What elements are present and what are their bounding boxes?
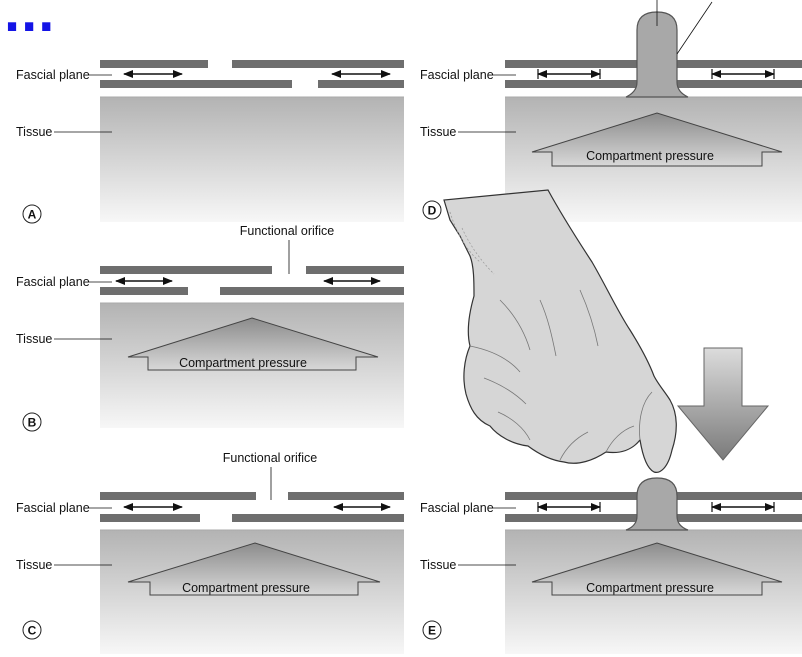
panel-letter: A: [28, 208, 37, 222]
panel-e: Fascial plane Tissue Compartment pressur…: [420, 477, 802, 654]
compartment-pressure-label: Compartment pressure: [179, 356, 307, 370]
figure-title: ...: [4, 0, 56, 38]
fascia-upper-left: [100, 266, 272, 274]
fascia-upper-right: [232, 60, 404, 68]
compartment-pressure-label: Compartment pressure: [586, 149, 714, 163]
panel-marker: [22, 620, 42, 640]
fascia-upper-right: [306, 266, 404, 274]
fascia-lower-left: [100, 287, 188, 295]
panel-letter: D: [428, 204, 437, 218]
fascia-lower-right: [232, 514, 404, 522]
compartment-pressure-label: Compartment pressure: [182, 581, 310, 595]
hand-illustration: [443, 189, 677, 473]
tissue-label: Tissue: [16, 125, 52, 139]
tissue-label: Tissue: [420, 558, 456, 572]
panel-a: Fascial plane Tissue A: [16, 60, 404, 224]
fascia-lower-left: [505, 514, 637, 522]
panel-letter: C: [28, 624, 37, 638]
fascia-lower-left: [505, 80, 637, 88]
fascia-upper-left: [100, 60, 208, 68]
tissue-label: Tissue: [16, 332, 52, 346]
figure-title-banner: ...: [0, 0, 802, 38]
fascia-upper-right: [677, 492, 802, 500]
downward-arrow-icon: [676, 347, 770, 461]
fascia-lower-right: [677, 514, 802, 522]
leader-line: [676, 1, 713, 55]
compartment-pressure-arrow: [531, 542, 783, 596]
fascia-lower-right: [677, 80, 802, 88]
fascia-upper-right: [677, 60, 802, 68]
functional-orifice-label: Functional orifice: [223, 451, 318, 465]
panel-c: Functional orifice Fascial plane Tissue …: [16, 451, 404, 654]
functional-orifice-label: Functional orifice: [240, 224, 335, 238]
panel-letter: E: [428, 624, 436, 638]
fascia-upper-left: [505, 60, 637, 68]
fascia-lower-left: [100, 80, 292, 88]
compartment-pressure-arrow: [531, 112, 783, 167]
fascia-lower-left: [100, 514, 200, 522]
fascia-upper-right: [288, 492, 404, 500]
tissue-label: Tissue: [16, 558, 52, 572]
tissue-block: [100, 97, 404, 222]
compartment-pressure-label: Compartment pressure: [586, 581, 714, 595]
compartment-pressure-arrow: [127, 317, 379, 371]
hand-detail: [449, 211, 495, 275]
fascial-plane-label: Fascial plane: [420, 501, 494, 515]
herniated-tissue: [625, 477, 689, 531]
panel-letter: B: [28, 416, 37, 430]
compartment-pressure-arrow: [127, 542, 381, 596]
fascia-lower-right: [318, 80, 404, 88]
panel-b: Functional orifice Fascial plane Tissue …: [16, 224, 404, 432]
fascia-upper-left: [505, 492, 637, 500]
fascia-lower-right: [220, 287, 404, 295]
fascial-plane-label: Fascial plane: [16, 275, 90, 289]
hand-illustration: [443, 189, 677, 473]
tissue-label: Tissue: [420, 125, 456, 139]
panel-marker: [22, 204, 42, 224]
fascial-plane-label: Fascial plane: [16, 68, 90, 82]
panel-marker: [422, 620, 442, 640]
fascial-plane-label: Fascial plane: [16, 501, 90, 515]
panel-marker: [422, 200, 442, 220]
fascial-plane-label: Fascial plane: [420, 68, 494, 82]
fascia-upper-left: [100, 492, 256, 500]
panel-d: Fascial plane Tissue Compartment pressur…: [420, 0, 802, 222]
panel-marker: [22, 412, 42, 432]
hand-detail: [469, 289, 653, 461]
